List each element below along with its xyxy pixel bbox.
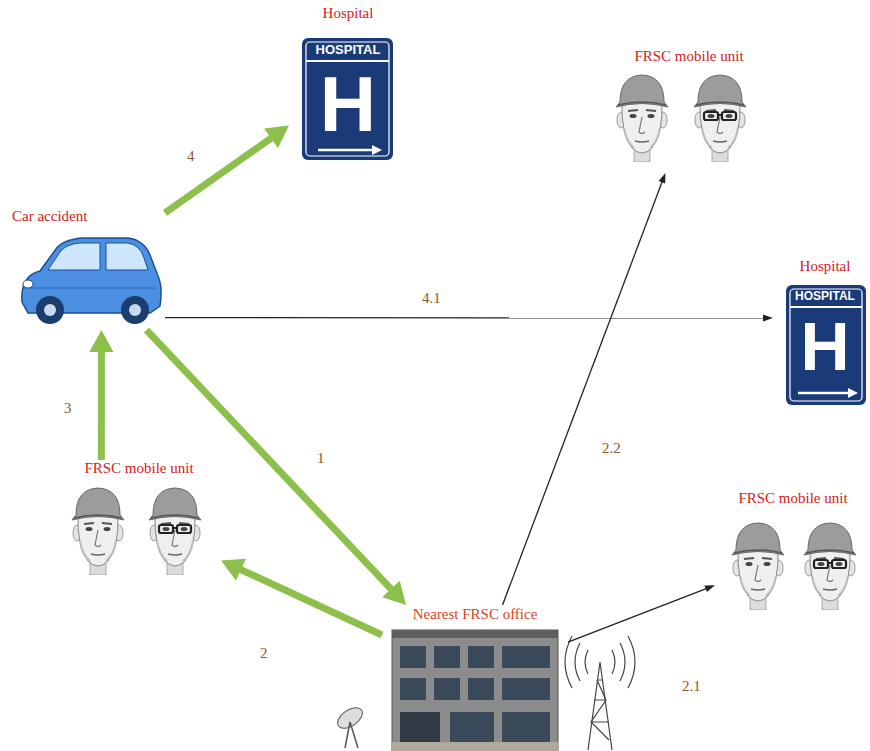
sign-text: HOSPITAL [289,43,407,58]
sign-letter: H [289,65,407,143]
satellite-dish [334,703,366,748]
arrow-head [704,585,715,592]
hospital-node: HospitalHOSPITAL H [289,5,407,163]
arrow-head [221,559,246,581]
arrow-head [264,126,289,148]
connector-line [503,180,663,605]
node-heading: FRSC mobile unit [715,490,870,507]
sign-text: HOSPITAL [773,290,870,304]
car-accident-node: Car accident [10,205,165,330]
mobile-unit-node: FRSC mobile unit [597,48,781,173]
node-heading: Hospital [289,5,407,22]
connector-line [165,137,273,213]
step-number: 1 [315,450,327,467]
primary-arrow [165,126,289,213]
secondary-arrow [568,585,715,642]
car-icon [22,238,161,324]
step-number: 3 [62,400,74,417]
connector-line [165,317,765,319]
mobile-unit-node: FRSC mobile unit [715,490,870,620]
node-heading: Hospital [773,258,870,275]
arrow-head [659,173,666,184]
radio-tower [565,636,635,750]
node-heading: FRSC mobile unit [57,460,221,477]
node-heading: Car accident [12,208,87,225]
step-number: 4 [185,148,197,165]
connector-line [239,569,382,635]
office-building [392,630,558,751]
mobile-unit-node: FRSC mobile unit [57,460,221,585]
secondary-arrow [165,314,773,321]
sign-letter: H [773,312,870,380]
step-number: 2.1 [680,678,703,695]
hospital-node: HospitalHOSPITAL H [773,258,870,408]
step-number: 4.1 [420,290,443,307]
office-node: Nearest FRSC office [382,605,568,751]
arrow-head [763,314,773,321]
primary-arrow [89,330,113,460]
secondary-arrow [503,173,666,605]
arrow-head [89,330,113,352]
arrow-head [382,581,406,605]
primary-arrow [221,559,382,635]
connector-line [568,588,708,642]
step-number: 2 [258,645,270,662]
step-number: 2.2 [600,440,623,457]
connector-line [98,350,105,460]
node-heading: FRSC mobile unit [597,48,781,65]
node-heading: Nearest FRSC office [382,606,568,623]
